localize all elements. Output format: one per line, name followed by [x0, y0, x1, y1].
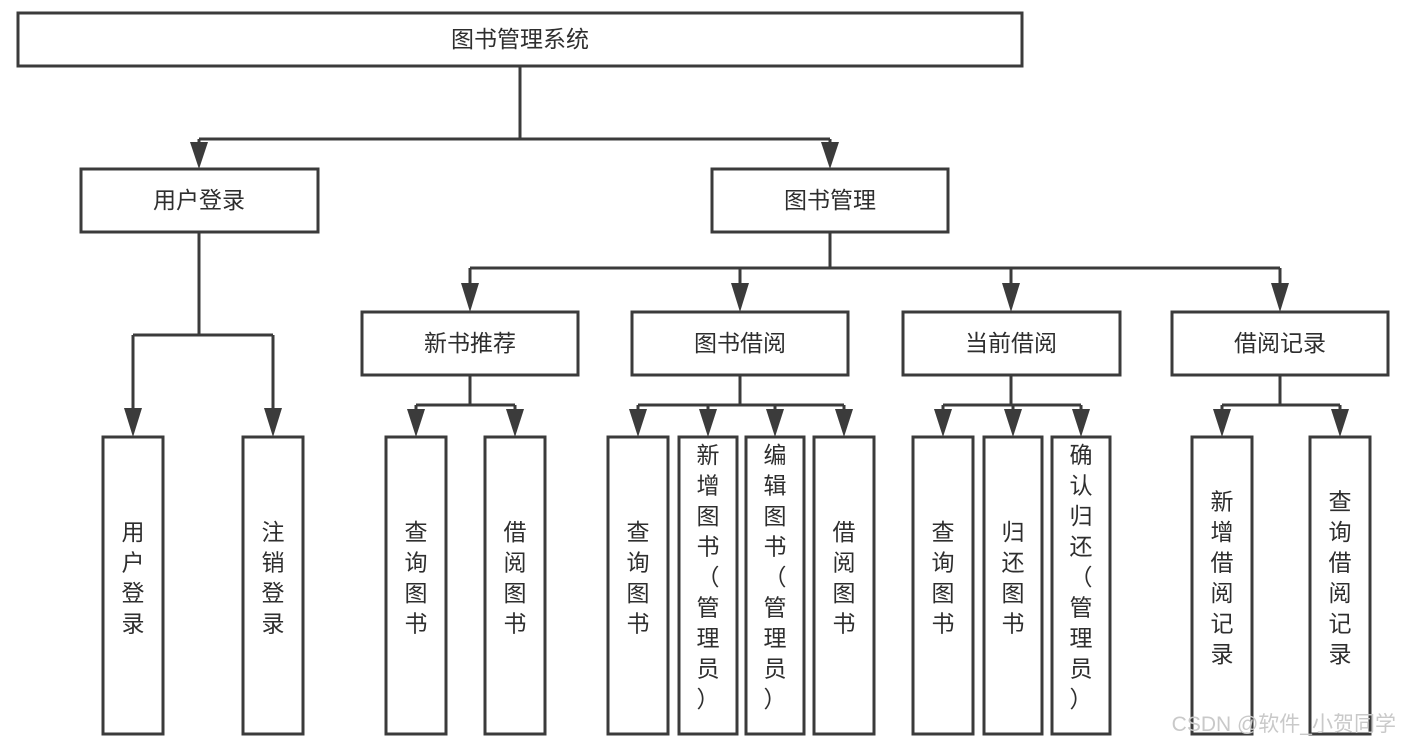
- node-leaf-return-book[interactable]: 归还图书: [982, 435, 1044, 736]
- node-leaf-edit-book[interactable]: 编辑图书（管理员）: [744, 435, 806, 736]
- arrow-head-current-borrow: [1002, 283, 1020, 312]
- node-leaf-query-book-recommend[interactable]: 查询图书: [384, 435, 448, 736]
- node-borrow-record[interactable]: 借阅记录: [1170, 310, 1390, 377]
- node-leaf-borrow-book-recommend[interactable]: 借阅图书: [483, 435, 547, 736]
- arrow-head-borrow-record: [1271, 283, 1289, 312]
- node-borrow-record-box[interactable]: [1170, 310, 1390, 377]
- node-leaf-logout-box[interactable]: [241, 435, 305, 736]
- node-leaf-query-book-recommend-label: 查询图书: [405, 519, 428, 637]
- node-leaf-borrow-book[interactable]: 借阅图书: [812, 435, 876, 736]
- node-leaf-add-book-box[interactable]: [677, 435, 739, 736]
- node-root-box[interactable]: [16, 11, 1024, 68]
- node-leaf-query-book-current[interactable]: 查询图书: [911, 435, 975, 736]
- connectors-current-borrow-to-leaves: [934, 375, 1090, 437]
- node-leaf-add-book-label: 新增图书（管理员）: [697, 442, 720, 712]
- node-leaf-add-borrow-record-box[interactable]: [1190, 435, 1254, 736]
- node-book-borrow-box[interactable]: [630, 310, 850, 377]
- node-leaf-query-book-current-label: 查询图书: [932, 519, 955, 637]
- node-leaf-confirm-return[interactable]: 确认归还（管理员）: [1050, 435, 1112, 736]
- node-leaf-confirm-return-box[interactable]: [1050, 435, 1112, 736]
- connectors-book-borrow-to-leaves: [629, 375, 853, 437]
- arrow-head-leaf-add-borrow-record: [1213, 409, 1231, 437]
- node-book-management-label: 图书管理: [784, 187, 876, 213]
- arrow-head-user-login: [190, 142, 208, 169]
- arrow-head-book-management: [821, 142, 839, 169]
- arrow-head-leaf-logout: [264, 408, 282, 437]
- arrow-head-leaf-query-book-borrow: [629, 409, 647, 437]
- connectors-new-book-recommend-to-leaves: [407, 375, 524, 437]
- arrow-head-leaf-borrow-book: [835, 409, 853, 437]
- node-leaf-borrow-book-box[interactable]: [812, 435, 876, 736]
- node-user-login[interactable]: 用户登录: [79, 167, 320, 234]
- node-current-borrow-box[interactable]: [901, 310, 1122, 377]
- node-current-borrow-label: 当前借阅: [965, 330, 1057, 356]
- node-book-borrow-label: 图书借阅: [694, 330, 786, 356]
- connectors-borrow-record-to-leaves: [1213, 375, 1349, 437]
- node-book-management-box[interactable]: [710, 167, 950, 234]
- node-leaf-query-borrow-record-box[interactable]: [1308, 435, 1372, 736]
- arrow-head-leaf-confirm-return: [1072, 409, 1090, 437]
- node-leaf-query-book-borrow-label: 查询图书: [627, 519, 650, 637]
- node-leaf-user-login[interactable]: 用户登录: [101, 435, 165, 736]
- connectors-book-management-to-level3: [461, 232, 1289, 312]
- arrow-head-leaf-query-book-recommend: [407, 409, 425, 437]
- node-new-book-recommend-box[interactable]: [360, 310, 580, 377]
- node-leaf-user-login-label: 用户登录: [122, 519, 145, 637]
- csdn-watermark: CSDN @软件_小贺同学: [1172, 713, 1396, 736]
- connectors-root-to-level2: [190, 66, 839, 169]
- node-new-book-recommend-label: 新书推荐: [424, 330, 516, 356]
- arrow-head-leaf-query-borrow-record: [1331, 409, 1349, 437]
- node-leaf-user-login-box[interactable]: [101, 435, 165, 736]
- arrow-head-leaf-edit-book: [766, 409, 784, 437]
- node-leaf-return-book-box[interactable]: [982, 435, 1044, 736]
- node-current-borrow[interactable]: 当前借阅: [901, 310, 1122, 377]
- node-leaf-query-book-current-box[interactable]: [911, 435, 975, 736]
- node-book-borrow[interactable]: 图书借阅: [630, 310, 850, 377]
- arrow-head-leaf-borrow-book-recommend: [506, 409, 524, 437]
- node-leaf-add-borrow-record[interactable]: 新增借阅记录: [1190, 435, 1254, 736]
- arrow-head-leaf-return-book: [1004, 409, 1022, 437]
- node-leaf-query-borrow-record-label: 查询借阅记录: [1329, 488, 1352, 667]
- node-leaf-borrow-book-label: 借阅图书: [833, 519, 856, 637]
- node-leaf-logout-label: 注销登录: [262, 519, 285, 637]
- node-user-login-label: 用户登录: [153, 187, 245, 213]
- arrow-head-leaf-query-book-current: [934, 409, 952, 437]
- node-leaf-query-book-borrow-box[interactable]: [606, 435, 670, 736]
- node-leaf-return-book-label: 归还图书: [1002, 519, 1025, 637]
- node-leaf-logout[interactable]: 注销登录: [241, 435, 305, 736]
- node-leaf-borrow-book-recommend-box[interactable]: [483, 435, 547, 736]
- node-leaf-query-borrow-record[interactable]: 查询借阅记录: [1308, 435, 1372, 736]
- node-root[interactable]: 图书管理系统: [16, 11, 1024, 68]
- connectors-user-login-to-leaves: [124, 232, 282, 437]
- node-leaf-query-book-recommend-box[interactable]: [384, 435, 448, 736]
- node-leaf-edit-book-label: 编辑图书（管理员）: [764, 442, 787, 712]
- node-user-login-box[interactable]: [79, 167, 320, 234]
- node-leaf-add-book[interactable]: 新增图书（管理员）: [677, 435, 739, 736]
- leaf-nodes-layer: 用户登录 注销登录 查询图书 借阅图书 查询图书 新增图书（管理员） 编辑图书（管理员） 借阅…: [101, 435, 1372, 736]
- node-leaf-query-book-borrow[interactable]: 查询图书: [606, 435, 670, 736]
- node-new-book-recommend[interactable]: 新书推荐: [360, 310, 580, 377]
- arrow-head-book-borrow: [731, 283, 749, 312]
- arrow-head-leaf-user-login: [124, 408, 142, 437]
- node-root-label: 图书管理系统: [451, 26, 589, 52]
- arrow-head-new-book-recommend: [461, 283, 479, 312]
- node-leaf-borrow-book-recommend-label: 借阅图书: [504, 519, 527, 637]
- node-book-management[interactable]: 图书管理: [710, 167, 950, 234]
- node-leaf-confirm-return-label: 确认归还（管理员）: [1070, 442, 1093, 712]
- node-borrow-record-label: 借阅记录: [1234, 330, 1326, 356]
- node-leaf-add-borrow-record-label: 新增借阅记录: [1211, 488, 1234, 667]
- arrow-head-leaf-add-book: [699, 409, 717, 437]
- node-leaf-edit-book-box[interactable]: [744, 435, 806, 736]
